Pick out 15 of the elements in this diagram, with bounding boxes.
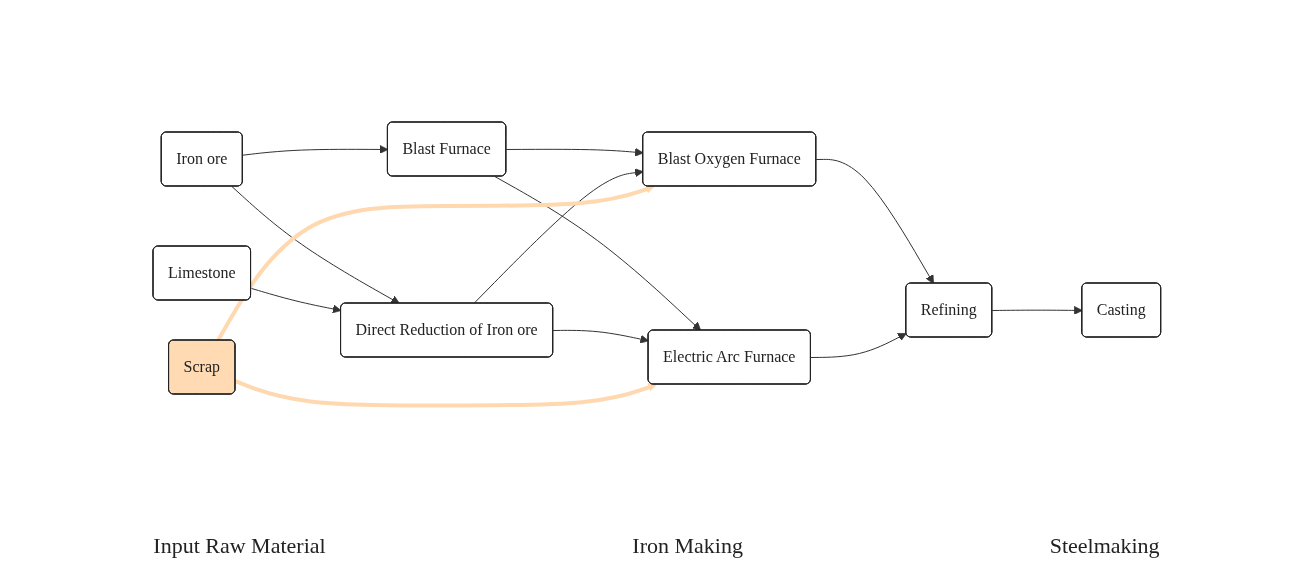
- arrow: [234, 379, 657, 408]
- arrow: [810, 332, 907, 358]
- arrow: [815, 158, 934, 284]
- arrow: [242, 144, 388, 156]
- arrow: [250, 287, 342, 313]
- column-label: Steelmaking: [1049, 533, 1160, 559]
- arrow: [494, 175, 701, 331]
- arrow: [505, 147, 644, 157]
- arrow: [473, 168, 644, 304]
- arrow: [991, 305, 1083, 315]
- arrow: [215, 184, 655, 342]
- arrow: [231, 185, 400, 304]
- arrow: [552, 329, 649, 344]
- column-label: Iron Making: [632, 533, 743, 559]
- column-label: Input Raw Material: [153, 533, 326, 559]
